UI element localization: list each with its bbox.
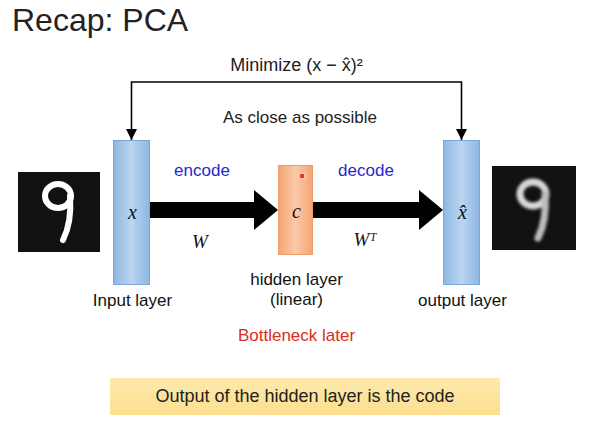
slide-title: Recap: PCA [12, 2, 188, 39]
weight-symbol: Wᵀ [340, 229, 390, 251]
note-text: Bottleneck later [224, 326, 369, 346]
banner-text: Output of the hidden layer is the code [110, 386, 500, 407]
layer-symbol: x̂ [444, 201, 481, 224]
layer-name: hidden layer (linear) [234, 270, 359, 309]
summary-banner: Output of the hidden layer is the code [110, 378, 500, 415]
output-digit-image [492, 166, 576, 250]
layer-name: output layer [404, 291, 521, 311]
decode-arrow [313, 202, 419, 218]
hidden-layer-box: chidden layer (linear)Bottleneck later [278, 165, 313, 255]
input-layer-bar: xInput layer [113, 140, 150, 285]
encode-arrow [150, 202, 254, 218]
step-label: decode [306, 161, 426, 181]
layer-name: Input layer [69, 291, 196, 311]
step-label: encode [142, 161, 262, 181]
reconstruction-bracket [132, 82, 462, 140]
code-symbol: c [279, 200, 314, 223]
note-text: As close as possible [200, 108, 400, 128]
layer-symbol: x [114, 201, 151, 224]
objective-label: Minimize (x − x̂)² [182, 55, 412, 76]
output-layer-bar: x̂output layer [443, 140, 480, 285]
input-digit-image [18, 172, 100, 252]
weight-symbol: W [180, 231, 220, 253]
